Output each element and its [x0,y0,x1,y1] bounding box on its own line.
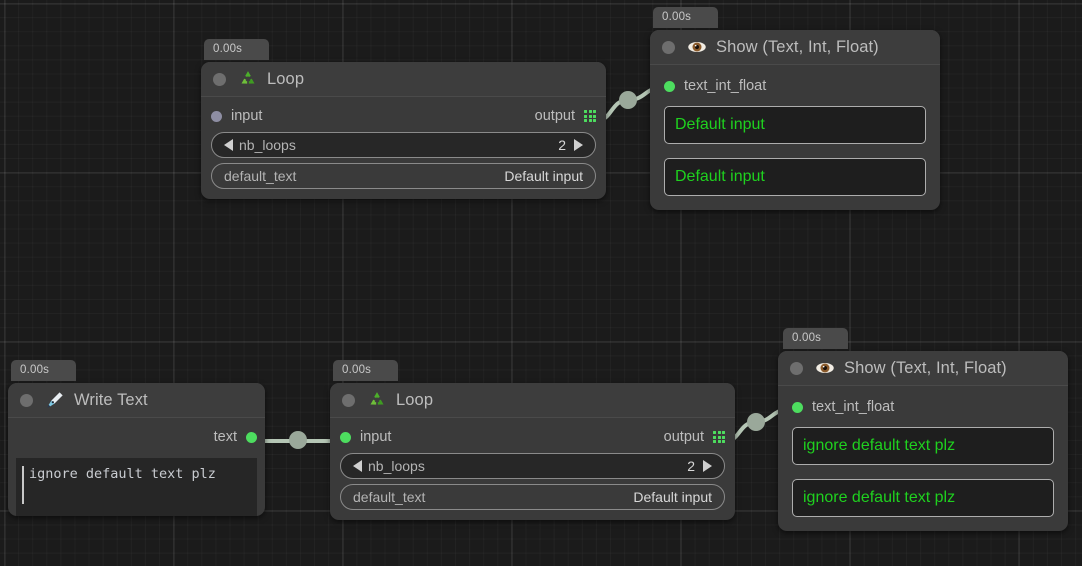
text-caret [22,466,24,504]
node-header[interactable]: Loop [201,62,606,97]
port-row-input: text_int_float [664,75,926,97]
pen-nib-icon [45,390,65,410]
node-body: input output nb_loops 2 default_text Def… [201,97,606,199]
output-port-dot[interactable] [246,431,257,443]
stepper-decrement-icon[interactable] [353,460,362,472]
stepper-decrement-icon[interactable] [224,139,233,151]
node-title: Show (Text, Int, Float) [716,37,879,56]
edge-handle[interactable] [619,91,637,109]
widget-value: 2 [558,137,566,153]
status-dot[interactable] [213,72,226,86]
eye-icon [687,37,707,57]
node-body: input output nb_loops 2 default_text Def… [330,418,735,520]
port-row-output: text [16,426,257,448]
node-title: Loop [267,69,305,88]
result-box: Default input [664,158,926,196]
widget-nb-loops-stepper[interactable]: nb_loops 2 [211,132,596,158]
node-header[interactable]: Show (Text, Int, Float) [650,30,940,65]
input-port-dot[interactable] [211,110,222,122]
node-header[interactable]: Write Text [8,383,265,418]
node-header[interactable]: Loop [330,383,735,418]
widget-default-text-field[interactable]: default_text Default input [211,163,596,189]
node-show-bottom[interactable]: Show (Text, Int, Float) text_int_float i… [778,351,1068,531]
input-port-dot[interactable] [664,80,675,92]
output-port-group: output [535,108,596,124]
status-dot[interactable] [20,393,33,407]
input-port-dot[interactable] [340,431,351,443]
node-title: Loop [396,390,434,409]
output-port-label: output [534,108,575,124]
input-port-label: text_int_float [684,78,767,94]
stepper-increment-icon[interactable] [703,460,712,472]
node-body: text_int_float ignore default text plz i… [778,386,1068,531]
node-loop-top[interactable]: Loop input output nb_loops 2 defa [201,62,606,199]
widget-value: Default input [633,489,712,505]
recycle-icon [367,390,387,410]
edge-handle[interactable] [747,413,765,431]
port-row-input: input output [340,426,725,448]
timer-badge-show-top: 0.00s [653,7,718,28]
port-row-input: input output [211,105,596,127]
widget-label: default_text [353,489,426,505]
input-port-label: text_int_float [812,399,895,415]
output-port-label: output [663,429,704,445]
port-row-input: text_int_float [792,396,1054,418]
widget-value: 2 [687,458,695,474]
node-title: Write Text [74,390,148,409]
output-port-list-icon[interactable] [584,110,596,122]
node-body: text_int_float Default input Default inp… [650,65,940,210]
node-body: text ignore default text plz [8,418,265,516]
text-input-value: ignore default text plz [29,466,216,482]
status-dot[interactable] [790,361,803,375]
input-port-label: input [360,429,392,445]
widget-label: nb_loops [239,137,296,153]
widget-label: nb_loops [368,458,425,474]
eye-icon [815,358,835,378]
result-box: Default input [664,106,926,144]
widget-nb-loops-stepper[interactable]: nb_loops 2 [340,453,725,479]
output-port-list-icon[interactable] [713,431,725,443]
status-dot[interactable] [342,393,355,407]
status-dot[interactable] [662,40,675,54]
widget-value: Default input [504,168,583,184]
input-port-label: input [231,108,263,124]
text-input-area[interactable]: ignore default text plz [16,458,257,516]
node-show-top[interactable]: Show (Text, Int, Float) text_int_float D… [650,30,940,210]
edge-handle[interactable] [289,431,307,449]
node-title: Show (Text, Int, Float) [844,358,1007,377]
result-box: ignore default text plz [792,479,1054,517]
result-box: ignore default text plz [792,427,1054,465]
widget-default-text-field[interactable]: default_text Default input [340,484,725,510]
node-loop-bottom[interactable]: Loop input output nb_loops 2 defa [330,383,735,520]
timer-badge-loop-top: 0.00s [204,39,269,60]
timer-badge-loop-bottom: 0.00s [333,360,398,381]
stepper-increment-icon[interactable] [574,139,583,151]
timer-badge-write-text: 0.00s [11,360,76,381]
recycle-icon [238,69,258,89]
node-header[interactable]: Show (Text, Int, Float) [778,351,1068,386]
timer-badge-show-bottom: 0.00s [783,328,848,349]
widget-label: default_text [224,168,297,184]
input-port-dot[interactable] [792,401,803,413]
node-write-text[interactable]: Write Text text ignore default text plz [8,383,265,516]
output-port-label: text [213,429,237,445]
output-port-group: output [664,429,725,445]
